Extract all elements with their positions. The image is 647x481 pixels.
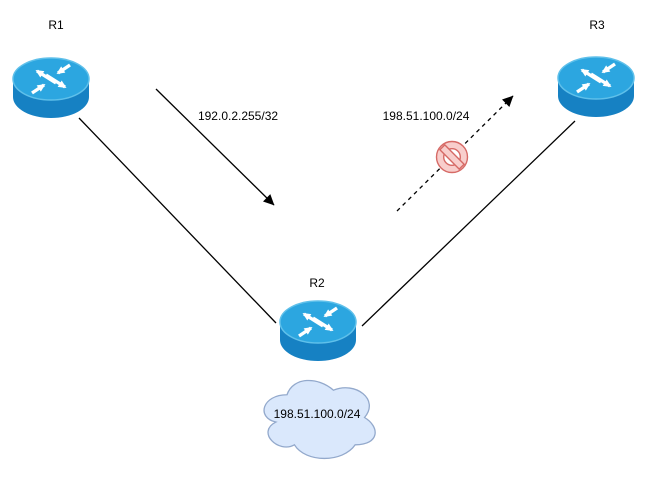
route-label-192-0-2-255: 192.0.2.255/32 xyxy=(197,109,279,123)
cloud-icon xyxy=(263,379,376,459)
router-icon-r1 xyxy=(13,58,89,118)
router-label-r2: R2 xyxy=(309,276,325,290)
router-icon-r2 xyxy=(280,301,356,361)
link-r2-r3 xyxy=(361,120,576,327)
cloud-label: 198.51.100.0/24 xyxy=(273,407,361,421)
router-icon-r3 xyxy=(558,57,634,117)
route-arrow-192-0-2-255 xyxy=(155,88,275,206)
router-label-r1: R1 xyxy=(48,18,64,32)
router-label-r3: R3 xyxy=(589,18,605,32)
route-label-198-51-100-0: 198.51.100.0/24 xyxy=(382,109,470,123)
link-r1-r2 xyxy=(78,117,277,324)
no-entry-icon xyxy=(435,140,469,174)
